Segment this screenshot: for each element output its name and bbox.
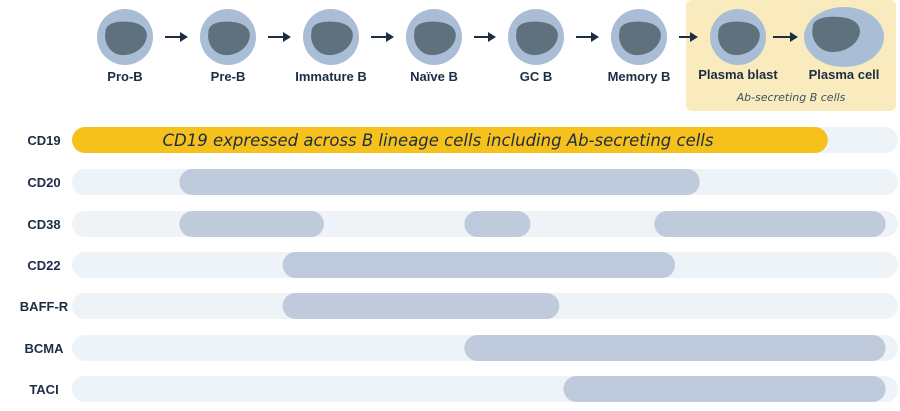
cell-nucleus [812,16,860,52]
marker-label: BAFF-R [20,299,69,314]
marker-rows: CD19 CD19 expressed across B lineage cell… [20,127,898,402]
arrow-icon [371,32,394,42]
expression-bar [464,211,531,237]
arrow-icon [474,32,496,42]
expression-bar [282,293,560,319]
stage-label: Plasma blast [698,67,778,82]
cell-nucleus [208,21,250,56]
cell-plasma-blast [710,9,766,65]
expression-bar [179,211,324,237]
arrow-icon [773,32,798,42]
stage-label: Plasma cell [809,67,880,82]
cell-nucleus [718,21,760,56]
cell-nucleus [105,21,147,56]
stage-label: Immature B [295,69,367,84]
arrow-icon [576,32,599,42]
cell-nucleus [516,21,558,56]
stage-label: Pre-B [211,69,246,84]
stage-label: Pro-B [107,69,142,84]
cell-pro-b [97,9,153,65]
marker-row-baff-r: BAFF-R [20,293,898,319]
marker-label: CD19 [27,133,60,148]
marker-label: BCMA [25,341,65,356]
arrow-icon [679,32,698,42]
marker-label: CD22 [27,258,60,273]
stage-label: Naïve B [410,69,458,84]
cell-memory-b [611,9,667,65]
arrow-icon [165,32,188,42]
stage-label: GC B [520,69,553,84]
cell-pre-b [200,9,256,65]
expression-bar [563,376,886,402]
marker-row-bcma: BCMA [25,335,898,361]
marker-label: CD38 [27,217,60,232]
expression-bar [282,252,675,278]
arrow-icon [268,32,291,42]
cell-gc-b [508,9,564,65]
cell-plasma-cell [804,7,884,67]
marker-row-cd19: CD19 CD19 expressed across B lineage cell… [27,127,898,153]
expression-bar [179,169,700,195]
expression-bar [464,335,886,361]
cell-nucleus [414,21,456,56]
marker-row-taci: TACI [29,376,898,402]
expression-bar [654,211,886,237]
stage-row: Pro-B Pre-B Immature B Naïve B GC B Memory B P… [97,7,884,84]
marker-label: TACI [29,382,58,397]
expression-bar [72,127,828,153]
marker-label: CD20 [27,175,60,190]
marker-annotation: CD19 expressed across B lineage cells in… [163,131,714,150]
marker-row-cd22: CD22 [27,252,898,278]
cell-nucleus [311,21,353,56]
cell-nucleus [619,21,661,56]
cell-na-ve-b [406,9,462,65]
plasma-group-caption: Ab-secreting B cells [736,91,846,104]
marker-row-cd38: CD38 [27,211,898,237]
stage-label: Memory B [608,69,671,84]
marker-row-cd20: CD20 [27,169,898,195]
cell-immature-b [303,9,359,65]
